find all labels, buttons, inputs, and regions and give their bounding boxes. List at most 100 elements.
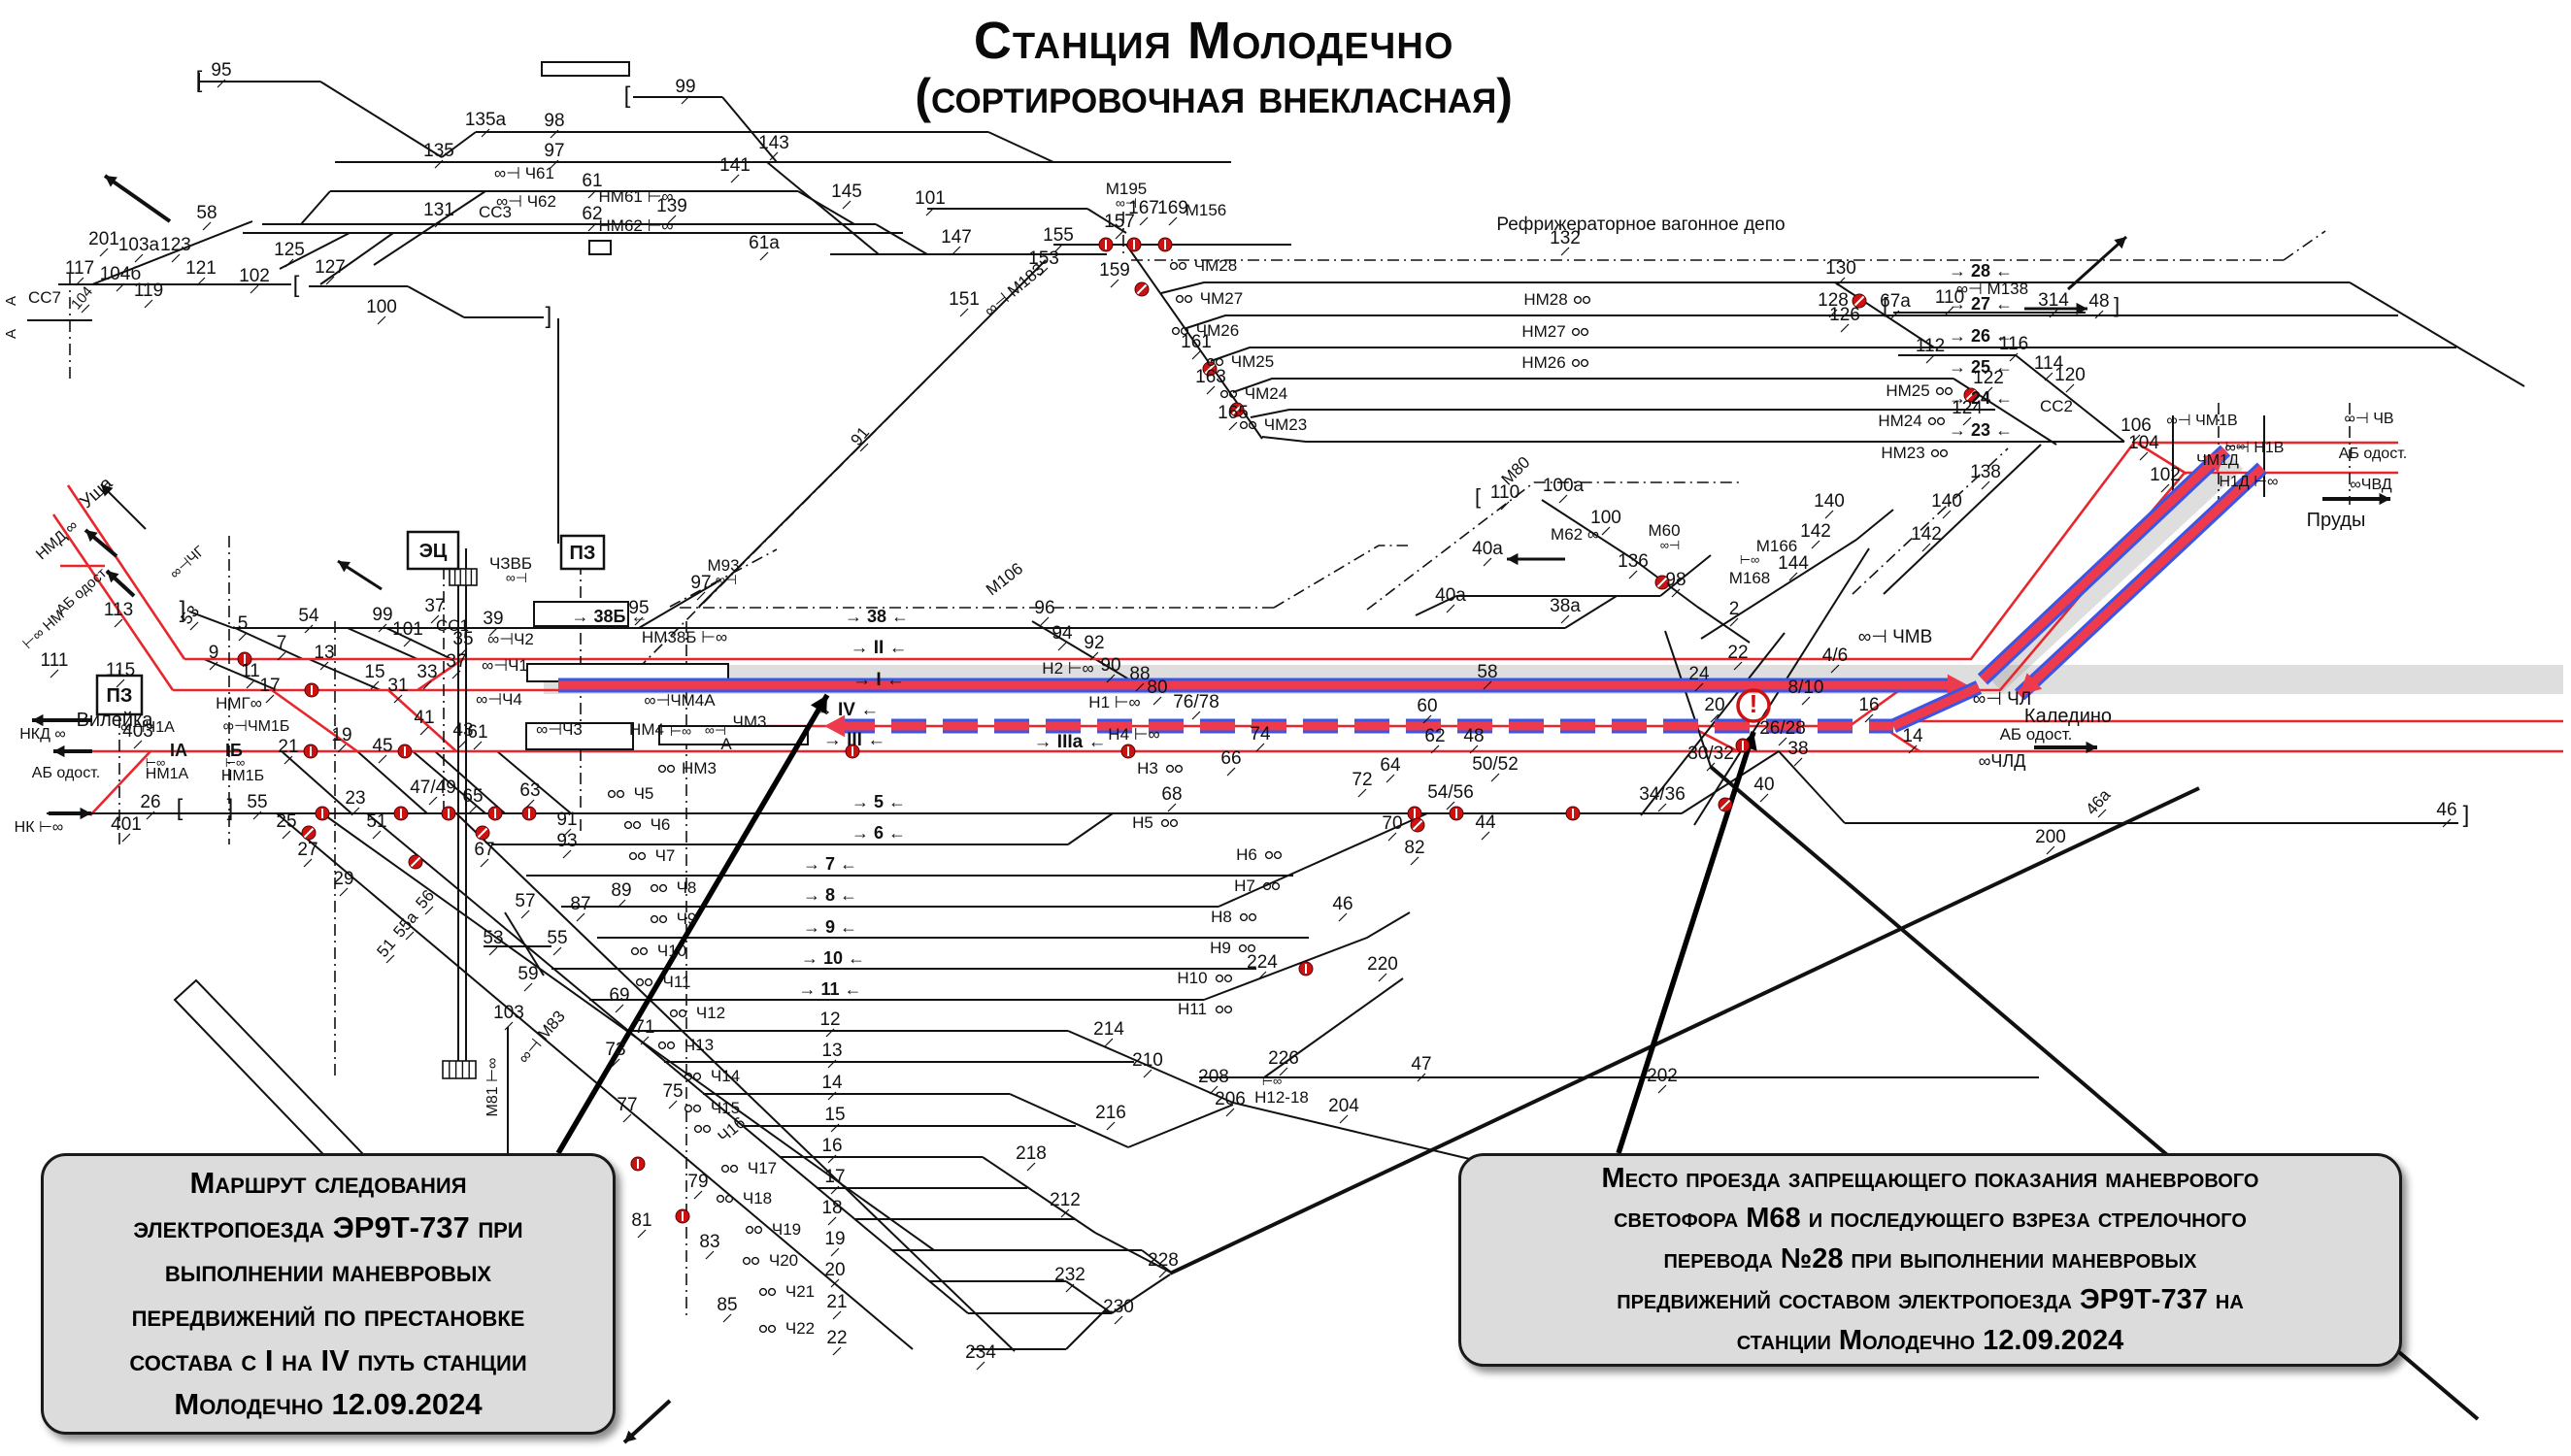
svg-text:204: 204 [1328,1096,1359,1116]
svg-text:ЧМ24: ЧМ24 [1245,384,1287,403]
svg-text:НМ28: НМ28 [1523,290,1567,309]
svg-text:→ 38Б ←: → 38Б ← [572,607,649,626]
svg-text:80: 80 [1147,678,1167,698]
svg-text:224: 224 [1247,952,1278,973]
svg-text:→ III ←: → III ← [823,730,885,750]
svg-text:115: 115 [106,660,135,680]
svg-text:ЧЗВБ: ЧЗВБ [489,554,532,573]
svg-text:⊢∞: ⊢∞ [1740,552,1760,567]
svg-text:98: 98 [1665,570,1686,590]
svg-text:75: 75 [662,1081,683,1102]
svg-text:2: 2 [1729,599,1740,619]
svg-text:→ 24 ←: → 24 ← [1949,388,2013,408]
svg-text:12: 12 [819,1009,840,1030]
route-callout-note: Маршрут следования электропоезда ЭР9Т-73… [41,1153,616,1435]
svg-text:142: 142 [1800,521,1831,542]
svg-text:47: 47 [1411,1054,1431,1075]
svg-text:226: 226 [1268,1048,1299,1069]
svg-text:М93: М93 [707,556,739,575]
svg-text:Н1 ⊢∞: Н1 ⊢∞ [1088,693,1140,711]
svg-text:→ 5 ←: → 5 ← [851,792,906,811]
svg-text:124: 124 [1952,398,1983,418]
svg-text:НМ23: НМ23 [1881,444,1924,462]
svg-text:19: 19 [331,725,351,745]
svg-text:∞⊣Ч2: ∞⊣Ч2 [487,630,534,648]
svg-text:81: 81 [631,1210,651,1231]
svg-text:НКД ∞: НКД ∞ [19,726,66,743]
svg-text:126: 126 [1829,305,1860,325]
svg-text:⊢∞: ⊢∞ [1262,1074,1283,1088]
svg-text:→ 25 ←: → 25 ← [1949,357,2013,377]
svg-text:101: 101 [915,188,946,209]
svg-text:Каледино: Каледино [2024,706,2112,727]
svg-text:104: 104 [68,283,96,313]
svg-text:83: 83 [699,1232,719,1252]
svg-text:135: 135 [423,141,454,161]
svg-text:27: 27 [297,840,317,860]
svg-text:16: 16 [821,1136,842,1156]
svg-text:71: 71 [634,1017,654,1038]
svg-text:Ч14: Ч14 [711,1067,740,1085]
svg-text:Ч17: Ч17 [748,1159,777,1177]
svg-text:Н2 ⊢∞: Н2 ⊢∞ [1042,659,1093,678]
svg-text:ПЗ: ПЗ [570,543,596,564]
svg-text:94: 94 [1052,623,1073,644]
svg-text:88: 88 [1129,664,1150,684]
svg-text:65: 65 [462,786,483,807]
svg-text:45: 45 [372,736,392,756]
svg-text:97: 97 [544,141,564,161]
svg-text:120: 120 [2054,365,2086,385]
svg-text:25: 25 [276,811,296,832]
svg-text:]: ] [227,795,234,821]
svg-text:∞⊣ Н1В: ∞⊣ Н1В [2225,440,2285,456]
svg-text:Рефрижераторное вагонное депо: Рефрижераторное вагонное депо [1496,215,1785,235]
svg-text:→ IV ←: → IV ← [815,700,880,720]
svg-text:Н7: Н7 [1234,877,1255,895]
svg-text:79: 79 [687,1172,708,1192]
svg-text:61а: 61а [749,233,780,253]
incident-marker [1736,688,1771,723]
svg-text:15: 15 [364,662,384,682]
svg-text:∞⊣ Ч61: ∞⊣ Ч61 [494,164,554,182]
svg-text:140: 140 [1931,491,1962,512]
svg-text:Ч11: Ч11 [663,973,691,991]
svg-text:37: 37 [424,596,445,616]
svg-text:⊢∞: ⊢∞ [670,723,691,739]
svg-text:НМ24: НМ24 [1878,412,1921,430]
svg-text:38а: 38а [1550,596,1581,616]
incident-callout-note: Место проезда запрещающего показания ман… [1458,1153,2402,1367]
svg-text:13: 13 [314,643,334,663]
svg-text:77: 77 [617,1095,637,1115]
svg-text:87: 87 [570,894,590,914]
svg-text:140: 140 [1814,491,1845,512]
svg-text:Ч13: Ч13 [684,1036,714,1054]
svg-text:→ 23 ←: → 23 ← [1949,420,2013,440]
svg-text:НМ1А: НМ1А [146,766,189,782]
svg-text:220: 220 [1367,954,1398,975]
svg-text:Н10: Н10 [1177,969,1207,987]
svg-text:40а: 40а [1435,585,1466,606]
svg-text:63: 63 [519,780,540,801]
svg-text:IБ: IБ [225,741,243,760]
svg-text:→ 9 ←: → 9 ← [803,917,857,937]
svg-text:93: 93 [556,831,577,851]
svg-text:⊢∞: ⊢∞ [146,755,166,770]
incident-callout-text: Место проезда запрещающего показания ман… [1601,1162,2259,1356]
svg-text:Н6: Н6 [1236,845,1257,864]
svg-text:Пруды: Пруды [2307,510,2366,531]
svg-text:51: 51 [373,935,399,961]
svg-text:!: ! [1750,689,1758,718]
svg-text:165: 165 [1218,403,1249,423]
svg-text:141: 141 [719,155,751,176]
svg-text:48: 48 [2088,291,2109,312]
svg-text:44: 44 [1475,812,1496,833]
svg-text:НМ61 ⊢∞: НМ61 ⊢∞ [599,187,674,206]
svg-text:Ч6: Ч6 [651,815,671,834]
svg-text:Ч21: Ч21 [785,1282,815,1301]
svg-text:72: 72 [1352,770,1372,790]
svg-text:→ 7 ←: → 7 ← [803,854,857,874]
svg-text:48: 48 [1463,726,1484,746]
svg-text:51: 51 [366,811,386,832]
